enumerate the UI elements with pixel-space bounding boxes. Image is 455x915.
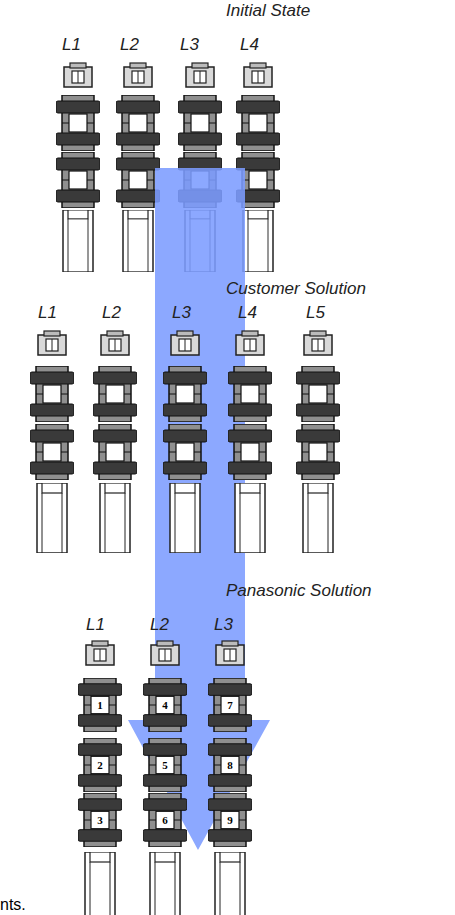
- callout-number: 6: [162, 815, 168, 826]
- line-label: L4: [240, 36, 259, 54]
- line-label: L3: [214, 616, 233, 634]
- callout-number: 1: [97, 700, 103, 711]
- callout-number: 4: [162, 700, 168, 711]
- flow-arrow: [128, 168, 270, 850]
- callout-number: 7: [227, 700, 233, 711]
- line-label: L4: [238, 304, 257, 322]
- panasonic-stacks: [78, 641, 252, 915]
- line-label: L1: [86, 616, 105, 634]
- line-label: L3: [180, 36, 199, 54]
- row-title: Initial State: [226, 2, 310, 20]
- cut-off-text: nts.: [0, 896, 26, 914]
- line-label: L3: [172, 304, 191, 322]
- callout-number: 9: [227, 815, 233, 826]
- line-label: L1: [62, 36, 81, 54]
- row-title: Customer Solution: [226, 280, 366, 298]
- line-label: L2: [102, 304, 121, 322]
- line-label: L5: [306, 304, 325, 322]
- customer-stacks: [30, 331, 340, 553]
- callout-number: 2: [97, 760, 103, 771]
- callout-number: 8: [227, 760, 233, 771]
- line-label: L1: [38, 304, 57, 322]
- line-label: L2: [120, 36, 139, 54]
- row-title: Panasonic Solution: [226, 582, 372, 600]
- callout-number: 3: [97, 815, 103, 826]
- callout-number: 5: [162, 760, 168, 771]
- line-label: L2: [150, 616, 169, 634]
